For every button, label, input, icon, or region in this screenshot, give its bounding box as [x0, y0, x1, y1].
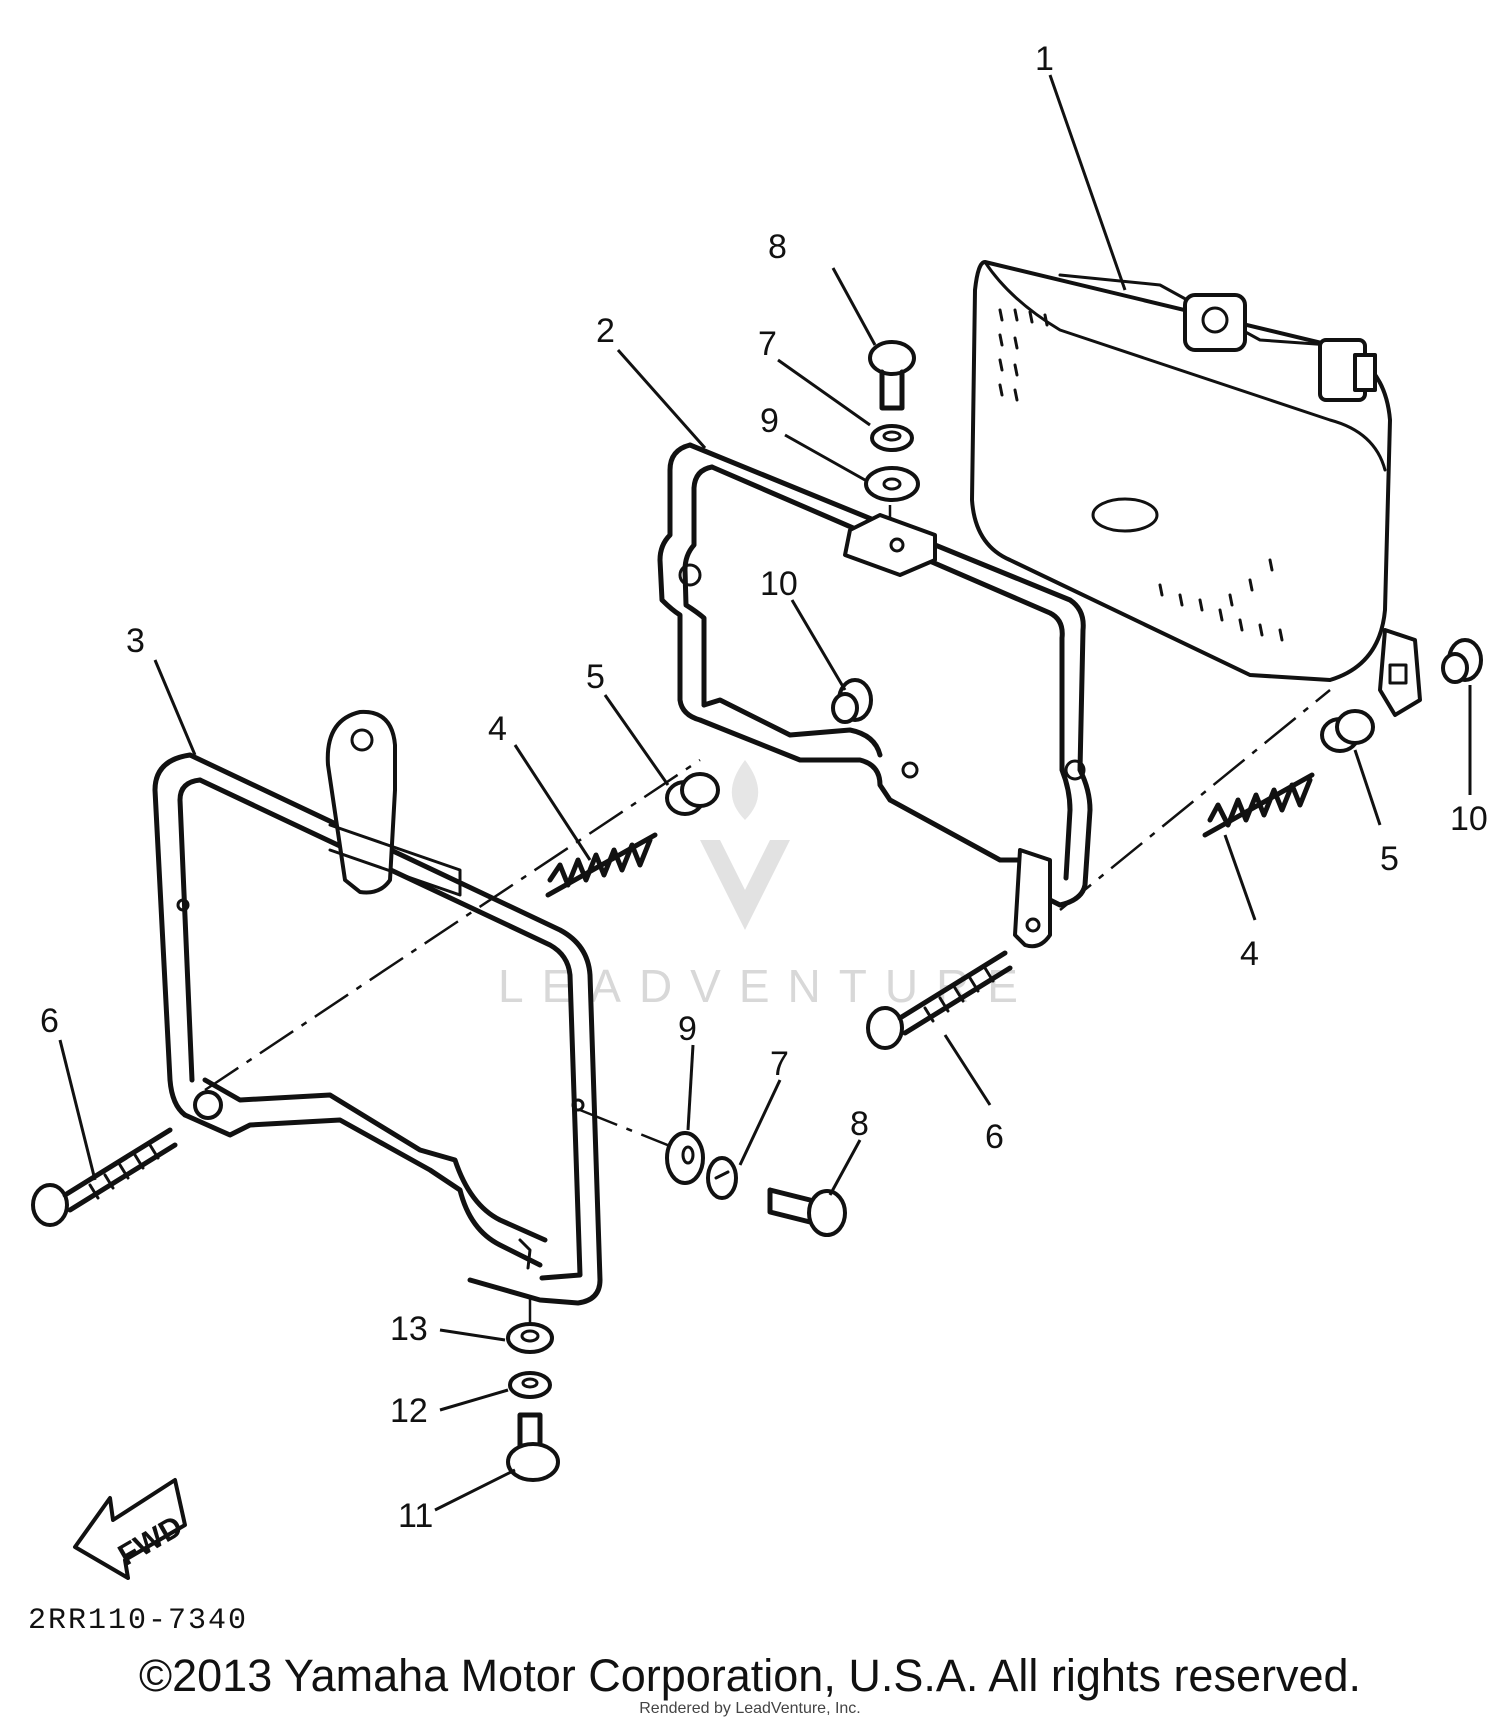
watermark-text: LEADVENTURE — [498, 960, 1036, 1012]
callout-7-top: 7 — [758, 325, 777, 363]
callout-2: 2 — [596, 312, 615, 350]
bottom-screw — [506, 1412, 560, 1482]
forward-direction-arrow: FWD — [73, 1478, 188, 1580]
lock-washer-bottom — [706, 1156, 738, 1200]
callout-8-bottom: 8 — [850, 1105, 869, 1143]
watermark-logo-icon — [700, 840, 790, 930]
rendered-by-notice: Rendered by LeadVenture, Inc. — [639, 1700, 861, 1717]
inner-bracket — [657, 442, 1093, 949]
washer-top — [864, 466, 920, 502]
bottom-washer — [506, 1322, 554, 1354]
callout-6-right: 6 — [985, 1118, 1004, 1156]
callout-9-top: 9 — [760, 402, 779, 440]
callout-6-left: 6 — [40, 1002, 59, 1040]
callout-4-left: 4 — [488, 710, 507, 748]
callout-9-bottom: 9 — [678, 1010, 697, 1048]
callout-11: 11 — [398, 1497, 433, 1535]
bottom-lock-washer — [508, 1371, 552, 1399]
washer-bottom — [665, 1131, 705, 1185]
copyright-notice: ©2013 Yamaha Motor Corporation, U.S.A. A… — [138, 1650, 1362, 1701]
headlight-unit — [970, 260, 1422, 717]
callout-10-right: 10 — [1450, 800, 1488, 838]
callout-10-left: 10 — [760, 565, 798, 603]
long-screw-right — [866, 950, 1013, 1050]
lock-washer-top — [870, 424, 914, 452]
callout-5-left: 5 — [586, 658, 605, 696]
short-screw-top — [868, 340, 916, 411]
callout-8-top: 8 — [768, 228, 787, 266]
watermark: LEADVENTURE — [498, 760, 1036, 1012]
callout-12: 12 — [390, 1392, 428, 1430]
long-screw-left — [31, 1127, 178, 1227]
callout-1: 1 — [1035, 40, 1054, 78]
adjusting-spring-left — [545, 832, 658, 898]
callouts: 1 2 3 4 4 5 5 6 6 7 7 8 8 9 9 10 10 11 1… — [40, 40, 1488, 1535]
callout-5-right: 5 — [1380, 840, 1399, 878]
outer-frame — [152, 709, 603, 1306]
callout-7-bottom: 7 — [770, 1045, 789, 1083]
adjusting-spring-right — [1202, 772, 1315, 838]
callout-3: 3 — [126, 622, 145, 660]
adjusting-nut-left — [665, 772, 720, 816]
spacer-right — [1441, 638, 1483, 684]
adjusting-nut-right — [1320, 709, 1375, 753]
callout-13: 13 — [390, 1310, 428, 1348]
short-screw-bottom — [767, 1187, 847, 1237]
callout-4-right: 4 — [1240, 935, 1259, 973]
drawing-code: 2RR110-7340 — [28, 1604, 248, 1638]
spacer-left — [831, 678, 873, 724]
leader-lines — [58, 74, 1472, 1512]
watermark-flame-icon — [731, 760, 759, 820]
